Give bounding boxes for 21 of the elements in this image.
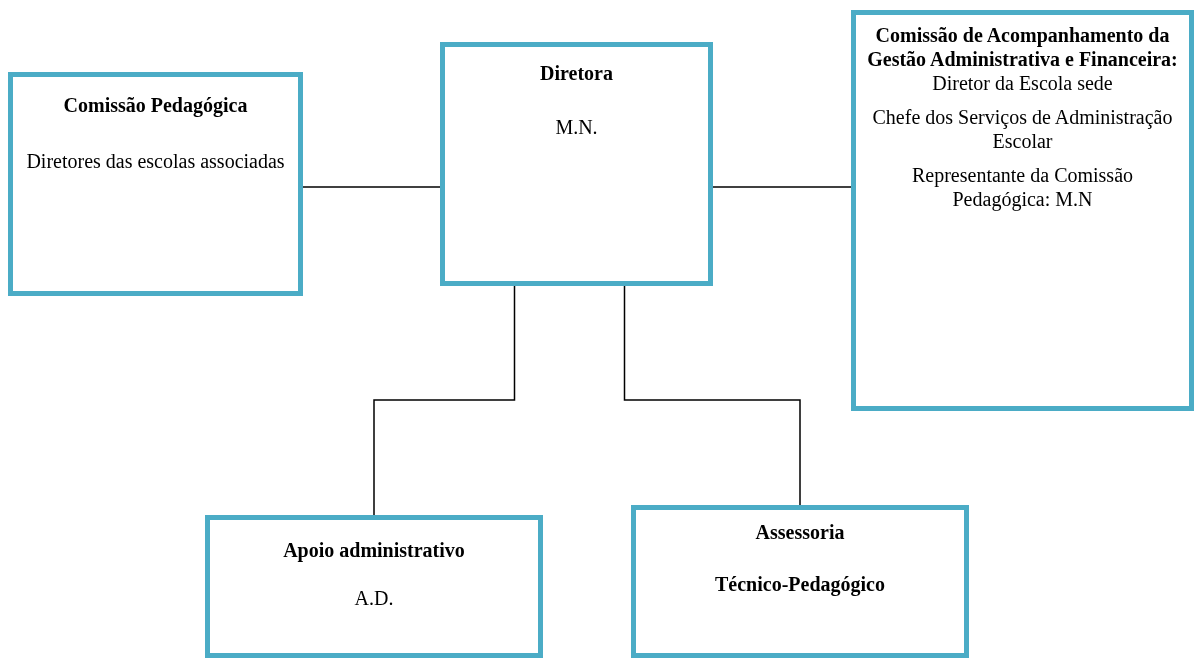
connector-line xyxy=(373,285,516,516)
box-text: Diretor da Escola sede xyxy=(931,71,1114,95)
box-title: Assessoria xyxy=(754,520,846,544)
box-title: Apoio administrativo xyxy=(282,538,466,562)
org-box xyxy=(440,42,713,286)
box-title: Comissão Pedagógica xyxy=(62,93,249,117)
box-text: Técnico-Pedagógico xyxy=(714,572,886,596)
org-box xyxy=(851,10,1194,411)
box-title: Diretora xyxy=(539,61,614,85)
box-text: M.N. xyxy=(554,115,599,139)
box-text: Diretores das escolas associadas xyxy=(25,149,286,173)
box-title: Comissão de Acompanhamento da Gestão Administrativa e Financeira: xyxy=(866,23,1179,71)
box-text: Representante da Comissão Pedagógica: M.N xyxy=(910,163,1135,211)
connector-line xyxy=(623,285,801,506)
connector-line xyxy=(302,186,441,188)
org-box xyxy=(631,505,969,658)
connector-line xyxy=(712,186,852,188)
box-text: A.D. xyxy=(353,586,395,610)
box-text: Chefe dos Serviços de Administração Escolar xyxy=(871,105,1174,153)
org-box xyxy=(205,515,543,658)
org-box xyxy=(8,72,303,296)
